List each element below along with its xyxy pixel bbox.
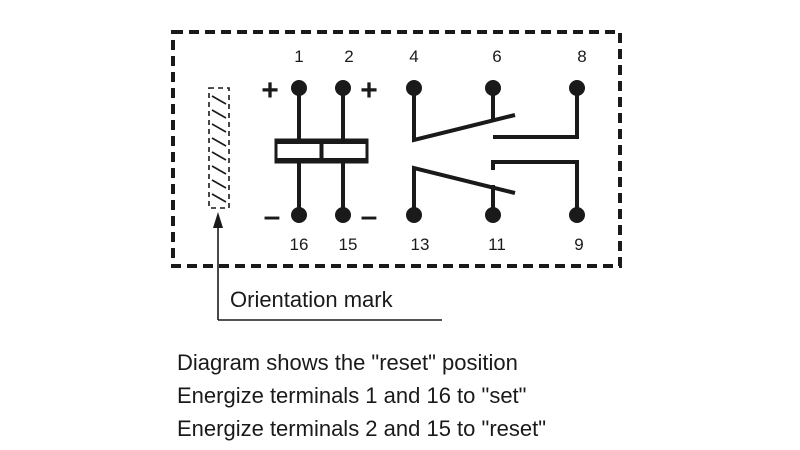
- note-line-2: Energize terminals 1 and 16 to "set": [177, 383, 526, 408]
- terminal-dots: [291, 80, 585, 223]
- pin-label-6: 6: [492, 47, 501, 66]
- polarity-16-minus: –: [264, 200, 281, 233]
- package-outline: [171, 30, 622, 268]
- polarity-2-plus: +: [360, 74, 378, 107]
- polarity-15-minus: –: [361, 200, 378, 233]
- pin-label-11: 11: [488, 235, 506, 254]
- terminal-1-dot: [291, 80, 307, 96]
- pin-label-2: 2: [344, 47, 353, 66]
- terminal-6-dot: [485, 80, 501, 96]
- coil-set: [274, 88, 323, 214]
- contact-set-lower: [412, 160, 579, 215]
- terminal-11-dot: [485, 207, 501, 223]
- pin-label-16: 16: [290, 235, 309, 254]
- terminal-8-dot: [569, 80, 585, 96]
- pin-label-4: 4: [409, 47, 418, 66]
- callout-leader: [213, 212, 442, 321]
- terminal-2-dot: [335, 80, 351, 96]
- note-line-3: Energize terminals 2 and 15 to "reset": [177, 416, 546, 441]
- coil-reset: [320, 88, 369, 214]
- pin-label-9: 9: [574, 235, 583, 254]
- terminal-15-dot: [335, 207, 351, 223]
- note-line-1: Diagram shows the "reset" position: [177, 350, 518, 375]
- terminal-13-dot: [406, 207, 422, 223]
- terminal-4-dot: [406, 80, 422, 96]
- contact-set-upper: [412, 88, 579, 143]
- pin-label-1: 1: [294, 47, 303, 66]
- pin-label-13: 13: [411, 235, 430, 254]
- pin-label-15: 15: [339, 235, 358, 254]
- pin-label-8: 8: [577, 47, 586, 66]
- callout-label: Orientation mark: [230, 287, 394, 312]
- terminal-9-dot: [569, 207, 585, 223]
- polarity-1-plus: +: [261, 74, 279, 107]
- orientation-mark: [208, 87, 230, 209]
- terminal-16-dot: [291, 207, 307, 223]
